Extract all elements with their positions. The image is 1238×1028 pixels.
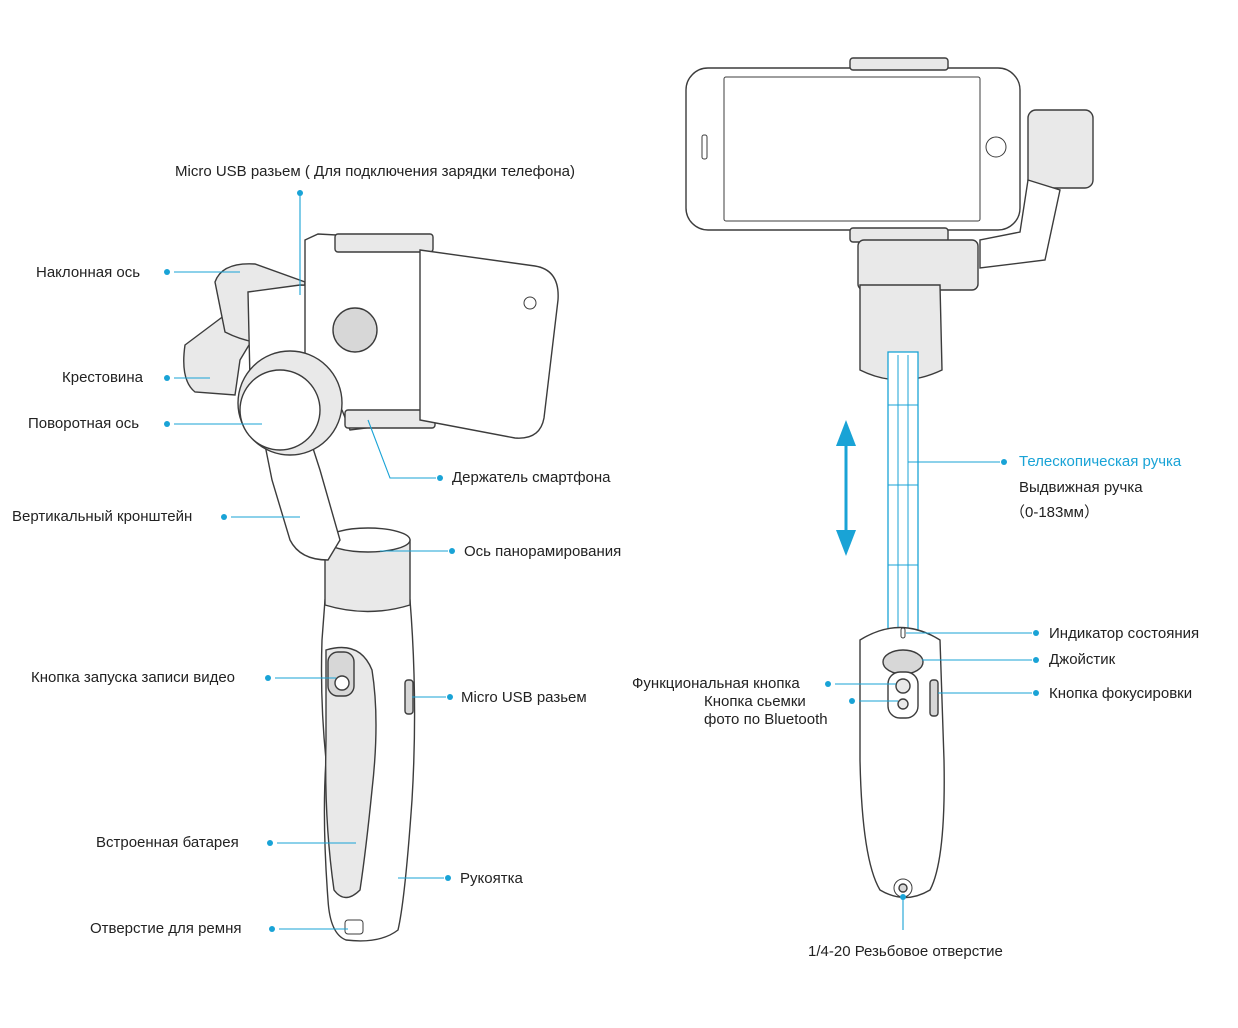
dot-holder <box>437 475 443 481</box>
dot-micro-usb <box>447 694 453 700</box>
label-battery: Встроенная батарея <box>96 834 239 851</box>
right-arm <box>979 179 1061 269</box>
left-phone-camera <box>523 296 537 310</box>
dot-bt <box>849 698 855 704</box>
label-record-button: Кнопка запуска записи видео <box>31 669 236 686</box>
label-thread-hole: 1/4-20 Резьбовое отверстие <box>808 943 1003 960</box>
left-roll-motor-face <box>239 369 321 451</box>
dot-joystick <box>1033 657 1039 663</box>
right-gimbal <box>685 57 1094 899</box>
right-head <box>857 239 979 291</box>
label-status-indicator: Индикатор состояния <box>1049 625 1200 642</box>
dot-focus <box>1033 690 1039 696</box>
label-handle: Рукоятка <box>460 870 523 887</box>
right-function-button <box>895 678 911 694</box>
right-bt-button <box>897 698 909 710</box>
right-phone <box>685 67 1021 231</box>
left-roll-cap <box>332 307 378 353</box>
left-strap-hole <box>344 919 364 935</box>
right-handle <box>859 626 945 899</box>
dot-telescopic <box>1001 459 1007 465</box>
dot-pan <box>449 548 455 554</box>
dot-thread <box>900 894 906 900</box>
dot-status <box>1033 630 1039 636</box>
left-pan-axis <box>324 539 411 613</box>
dot-handle <box>445 875 451 881</box>
dot-vertical <box>221 514 227 520</box>
label-crossbar: Крестовина <box>62 369 143 386</box>
label-vertical-bracket: Вертикальный кронштейн <box>12 508 193 525</box>
dot-roll <box>164 421 170 427</box>
label-pan-axis: Ось панорамирования <box>464 543 622 560</box>
right-phone-screen <box>723 76 981 222</box>
label-function-button: Функциональная кнопка <box>632 675 800 692</box>
label-micro-usb: Micro USB разьем <box>461 689 587 706</box>
label-extend-range: （0-183мм） <box>1010 504 1099 521</box>
right-joystick <box>882 649 924 675</box>
label-phone-holder: Держатель смартфона <box>452 469 611 486</box>
right-thread-core <box>898 883 908 893</box>
leader-lines <box>164 190 1039 932</box>
label-bt-photo-line2: фото по Bluetooth <box>704 711 828 728</box>
right-status-led <box>900 627 906 639</box>
right-clamp-top <box>849 57 949 71</box>
dot-micro-usb-phone <box>297 190 303 196</box>
label-roll-axis: Поворотная ось <box>28 415 140 432</box>
label-bt-photo-line1: Кнопка сьемки <box>704 693 806 710</box>
left-clamp-top <box>334 233 434 253</box>
label-tilt-axis: Наклонная ось <box>36 264 141 281</box>
extend-arrow-up <box>836 420 856 446</box>
right-tilt-motor <box>1027 109 1094 189</box>
dot-function <box>825 681 831 687</box>
dot-record <box>265 675 271 681</box>
right-phone-speaker <box>701 134 708 160</box>
right-phone-home <box>985 136 1007 158</box>
label-focus-button: Кнопка фокусировки <box>1049 685 1193 702</box>
label-telescopic-handle: Телескопическая ручка <box>1019 453 1182 470</box>
dot-crossbar <box>164 375 170 381</box>
right-telescopic-rod <box>887 351 919 643</box>
label-joystick: Джойстик <box>1049 651 1116 668</box>
right-focus-button <box>929 679 939 717</box>
left-gimbal <box>183 233 559 942</box>
dot-tilt <box>164 269 170 275</box>
extend-arrow-down <box>836 530 856 556</box>
label-strap-hole: Отверстие для ремня <box>90 920 242 937</box>
left-phone <box>419 249 559 439</box>
left-record-dot <box>334 675 350 691</box>
dot-battery <box>267 840 273 846</box>
left-usb-port <box>404 679 414 715</box>
label-micro-usb-phone: Micro USB разьем ( Для подключения заряд… <box>175 163 575 180</box>
dot-strap <box>269 926 275 932</box>
lead-holder <box>367 419 436 479</box>
left-handle-grip <box>324 646 377 899</box>
label-extendable-handle: Выдвижная ручка <box>1019 479 1143 496</box>
